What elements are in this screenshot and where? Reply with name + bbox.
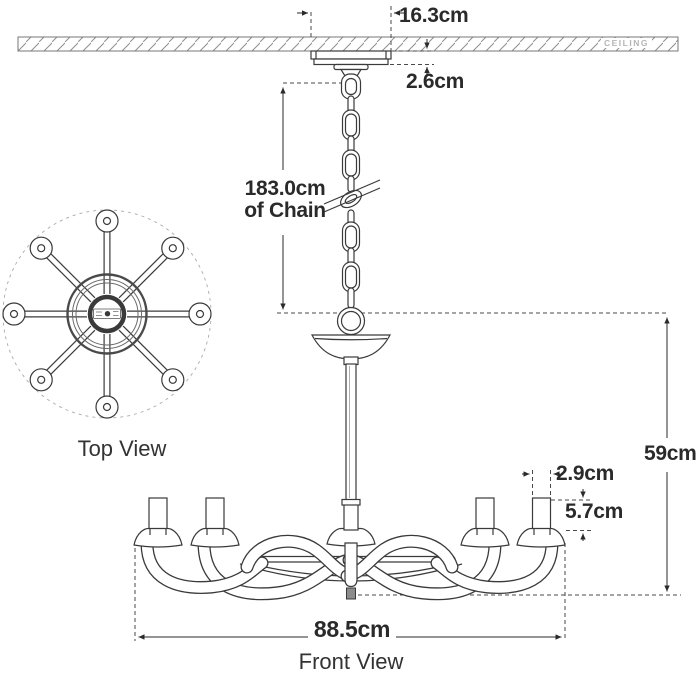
front-view-chandelier (133, 497, 566, 601)
hanging-ring (336, 306, 366, 336)
ceiling-canopy (310, 50, 392, 77)
dim-fixture-height-label: 59cm (644, 442, 696, 465)
dim-fixture-width-label: 88.5cm (313, 616, 391, 642)
stem-rod (345, 363, 357, 501)
chain-length-value: 183.0cm (244, 177, 326, 200)
arm-tubes (140, 534, 559, 601)
bottom-finial-knob (346, 587, 356, 600)
top-view-chandelier (2, 209, 212, 419)
dim-canopy-width-label: 16.3cm (399, 4, 469, 27)
dim-chain-length-label: 183.0cm of Chain (244, 178, 326, 222)
ceiling-band (17, 36, 679, 52)
top-view-label: Top View (77, 436, 167, 461)
candle-4 (460, 497, 510, 548)
top-view-candle-cups (2, 209, 212, 419)
finial-bowl (311, 334, 391, 366)
top-view-center-hub (66, 273, 148, 355)
center-column (326, 498, 376, 600)
candle-2 (190, 497, 240, 548)
chain-length-suffix: of Chain (244, 199, 326, 222)
candle-1 (133, 497, 183, 548)
dim-candle-width-label: 2.9cm (556, 462, 615, 485)
chain-break-symbol (323, 179, 381, 213)
dim-candle-height-label: 5.7cm (565, 500, 624, 523)
dim-canopy-drop-label: 2.6cm (406, 70, 465, 93)
candle-5 (516, 497, 566, 548)
ceiling-label: CEILING (601, 38, 652, 48)
hanging-chain (323, 73, 381, 309)
front-view-label: Front View (298, 649, 404, 674)
